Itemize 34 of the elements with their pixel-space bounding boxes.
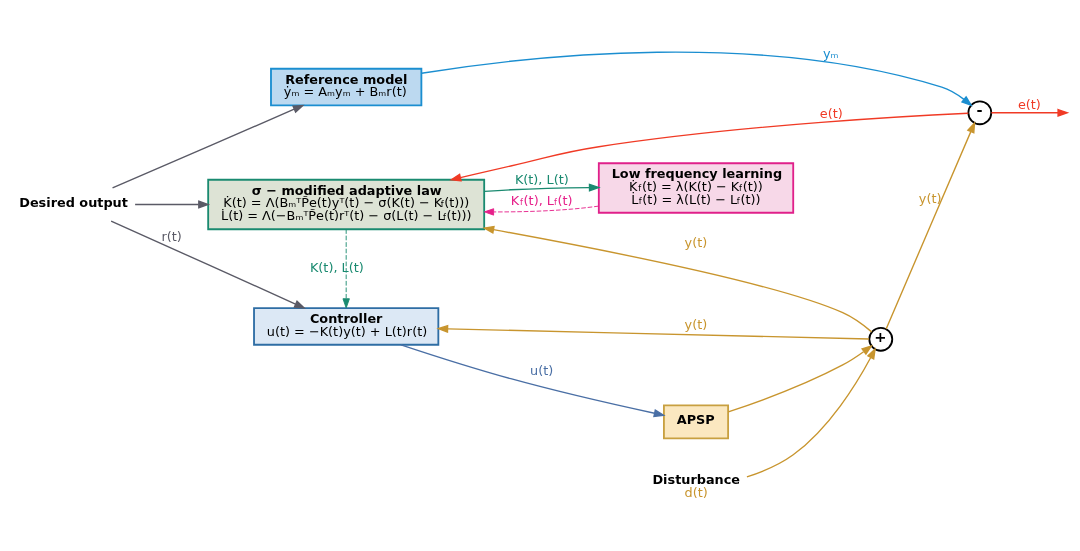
arrow <box>990 108 1070 117</box>
edge-label: u(t) <box>530 362 554 378</box>
edge-label: yₘ <box>823 45 839 61</box>
arrow <box>483 182 601 192</box>
node-box: APSP <box>663 403 730 439</box>
arrow <box>484 205 600 216</box>
arrow <box>420 51 973 107</box>
arrow <box>885 120 976 330</box>
arrow <box>449 112 969 181</box>
node-circle: - <box>967 99 993 125</box>
arrow <box>436 324 870 340</box>
edge-label: e(t) <box>819 105 843 121</box>
arrow <box>482 225 873 333</box>
arrow <box>342 228 350 308</box>
node-text: Disturbance d(t) <box>652 471 741 500</box>
edge-label: e(t) <box>1017 96 1041 112</box>
node-box: Controller u(t) = −K(t)y(t) + L(t)r(t) <box>253 306 440 346</box>
node-text: Desired output <box>19 194 128 210</box>
edge-label: y(t) <box>684 234 708 250</box>
node-box: Reference model ẏₘ = Aₘyₘ + Bₘr(t) <box>270 67 423 106</box>
edge-label: K(t), L(t) <box>309 259 364 275</box>
arrow <box>727 344 874 413</box>
arrow <box>111 104 305 189</box>
edge-label: y(t) <box>684 316 708 332</box>
node-box: Low frequency learning K̇f(t) = λ(K(t) − Kf(t)) L̇f(t) = λ(L(t) − Lf(t)) <box>597 161 795 214</box>
arrow <box>746 346 877 478</box>
arrow <box>110 219 306 309</box>
edge-label: K(t), L(t) <box>514 171 569 187</box>
node-circle: + <box>868 326 894 352</box>
edge-label: Kf(t), Lf(t) <box>510 192 573 208</box>
edge-label: r(t) <box>161 228 182 244</box>
edge-label: y(t) <box>918 190 942 206</box>
arrow <box>400 343 666 417</box>
arrow <box>134 199 211 209</box>
